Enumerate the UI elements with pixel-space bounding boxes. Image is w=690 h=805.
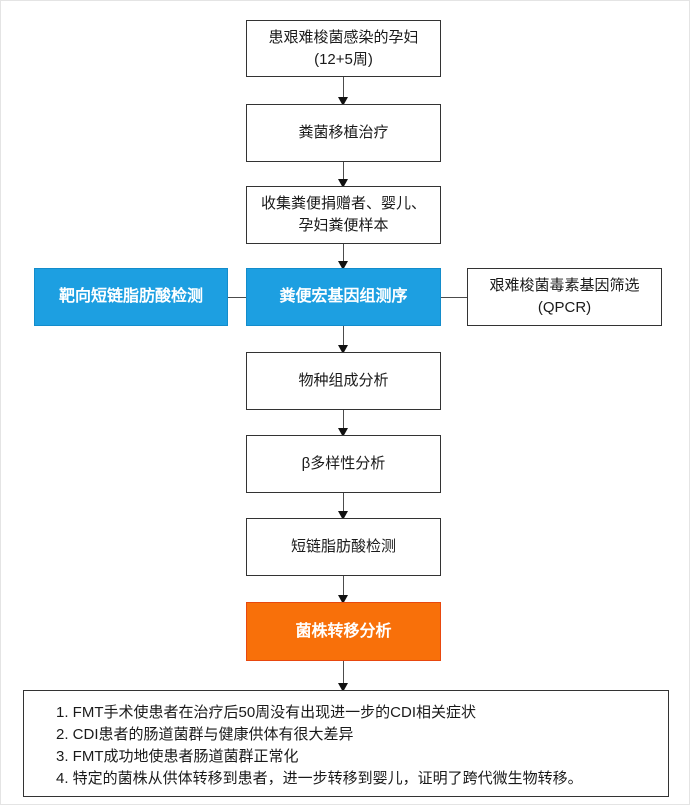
node-metagenome-seq: 粪便宏基因组测序 (246, 268, 441, 326)
connector-line (441, 297, 467, 298)
summary-line-3: 3. FMT成功地使患者肠道菌群正常化 (56, 748, 299, 765)
arrow-down-icon (338, 77, 348, 106)
node-beta-diversity: β多样性分析 (246, 435, 441, 493)
node-fmt-treatment: 粪菌移植治疗 (246, 104, 441, 162)
summary-line-2: 2. CDI患者的肠道菌群与健康供体有很大差异 (56, 726, 354, 743)
node-strain-transfer: 菌株转移分析 (246, 602, 441, 661)
node-qpcr-screen: 艰难梭菌毒素基因筛选 (QPCR) (467, 268, 662, 326)
arrow-down-icon (338, 661, 348, 692)
arrow-down-icon (338, 162, 348, 188)
arrow-down-icon (338, 244, 348, 270)
summary-line-4: 4. 特定的菌株从供体转移到患者，进一步转移到婴儿，证明了跨代微生物转移。 (56, 770, 583, 787)
connector-line (228, 297, 246, 298)
node-scfa-detection: 短链脂肪酸检测 (246, 518, 441, 576)
arrow-down-icon (338, 576, 348, 604)
summary-line-1: 1. FMT手术使患者在治疗后50周没有出现进一步的CDI相关症状 (56, 704, 477, 721)
arrow-down-icon (338, 326, 348, 354)
node-targeted-scfa: 靶向短链脂肪酸检测 (34, 268, 228, 326)
arrow-down-icon (338, 493, 348, 520)
node-patient: 患艰难梭菌感染的孕妇 (12+5周) (246, 20, 441, 77)
node-species-composition: 物种组成分析 (246, 352, 441, 410)
node-summary: 1. FMT手术使患者在治疗后50周没有出现进一步的CDI相关症状 2. CDI… (23, 690, 669, 797)
node-collect-samples: 收集粪便捐赠者、婴儿、 孕妇粪便样本 (246, 186, 441, 244)
arrow-down-icon (338, 410, 348, 437)
